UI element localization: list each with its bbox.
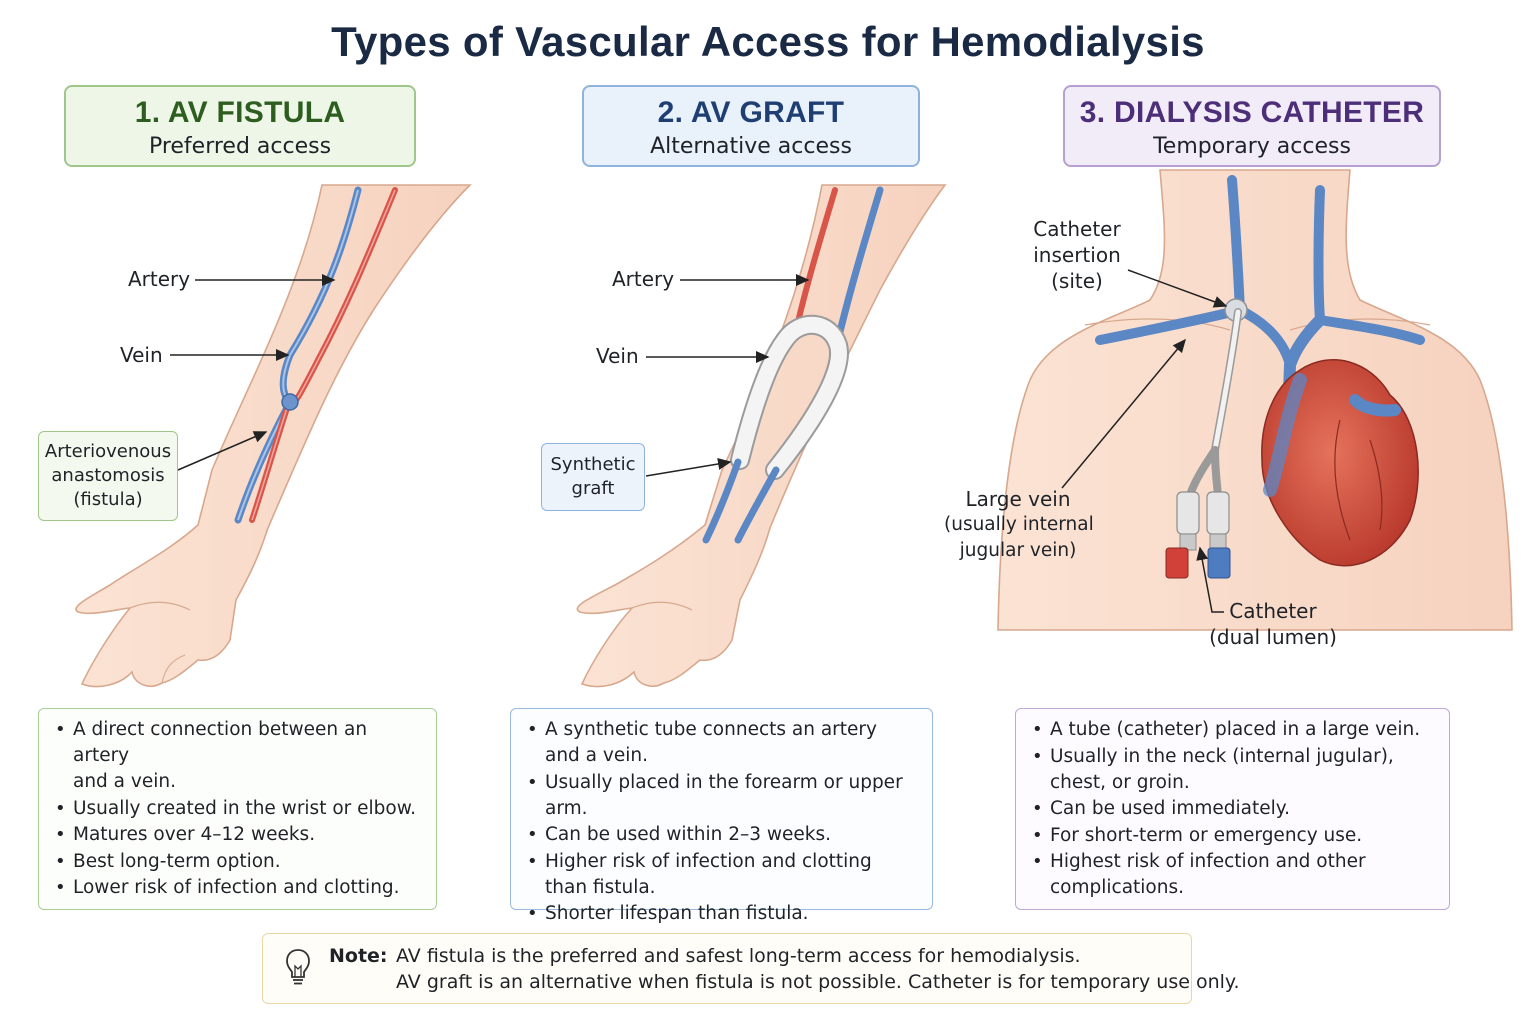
fistula-info-box: A direct connection between an arteryand… <box>38 708 437 910</box>
bullet-item: Usually in the neck (internal jugular),c… <box>1032 744 1439 796</box>
catheter-heading: 3. DIALYSIS CATHETER <box>1079 96 1425 129</box>
fistula-subheading: Preferred access <box>148 134 332 159</box>
catheter-hub-red <box>1176 491 1200 535</box>
fistula-heading: 1. AV FISTULA <box>134 96 346 129</box>
label-line: insertion <box>1033 243 1121 267</box>
fistula-header: 1. AV FISTULA Preferred access <box>64 85 416 167</box>
note-line: AV graft is an alternative when fistula … <box>396 971 1240 993</box>
catheter-label: Catheter (dual lumen) <box>1208 598 1338 650</box>
label-line: Catheter <box>1033 217 1121 241</box>
venous-port-blue <box>1207 547 1231 579</box>
label-line: Catheter <box>1229 599 1317 623</box>
graft-subheading: Alternative access <box>650 134 852 159</box>
bullet-item: Lower risk of infection and clotting. <box>55 875 426 901</box>
bullet-item: A tube (catheter) placed in a large vein… <box>1032 717 1439 743</box>
synthetic-graft-callout: Synthetic graft <box>541 443 645 511</box>
graft-vein <box>834 186 884 344</box>
graft-arm-illustration <box>576 184 947 688</box>
bullet-item: Shorter lifespan than fistula. <box>527 901 922 927</box>
bullet-item: Higher risk of infection and clottingtha… <box>527 849 922 901</box>
bullet-item: Best long-term option. <box>55 849 426 875</box>
bullet-item: Matures over 4–12 weeks. <box>55 822 426 848</box>
callout-line: Synthetic <box>550 454 636 475</box>
anastomosis-marker <box>281 393 299 411</box>
catheter-chest-illustration <box>997 169 1513 631</box>
note-line: AV fistula is the preferred and safest l… <box>396 945 1081 967</box>
note-box: Note: AV fistula is the preferred and sa… <box>262 933 1240 1004</box>
graft-arm-shape <box>576 184 947 688</box>
label-line: (dual lumen) <box>1209 625 1337 649</box>
fistula-arm-illustration <box>75 184 472 688</box>
jugular-vein <box>1227 175 1245 315</box>
bullet-item: Highest risk of infection and othercompl… <box>1032 849 1439 901</box>
bullet-item: Usually placed in the forearm or upper a… <box>527 770 922 822</box>
note-label: Note: <box>329 945 388 967</box>
large-vein-label: Large vein (usually internal jugular vei… <box>944 486 1094 564</box>
bullet-item: Usually created in the wrist or elbow. <box>55 796 426 822</box>
bullet-item: For short-term or emergency use. <box>1032 823 1439 849</box>
callout-line: anastomosis <box>51 465 165 486</box>
callout-line: Arteriovenous <box>44 441 172 462</box>
fistula-vein-label: Vein <box>120 343 163 367</box>
catheter-header: 3. DIALYSIS CATHETER Temporary access <box>1063 85 1441 167</box>
label-line: (usually internal <box>944 514 1094 535</box>
label-line: (site) <box>1051 269 1103 293</box>
graft-artery-label: Artery <box>612 267 675 291</box>
bullet-item: Can be used immediately. <box>1032 796 1439 822</box>
arterial-port-red <box>1165 547 1189 579</box>
graft-header: 2. AV GRAFT Alternative access <box>582 85 920 167</box>
bullet-item: A direct connection between an arteryand… <box>55 717 426 795</box>
fistula-artery-label: Artery <box>128 267 191 291</box>
callout-line: (fistula) <box>73 489 143 510</box>
page-title: Types of Vascular Access for Hemodialysi… <box>331 18 1205 65</box>
insertion-site-label: Catheter insertion (site) <box>1026 216 1128 294</box>
catheter-subheading: Temporary access <box>1153 134 1351 159</box>
catheter-info-box: A tube (catheter) placed in a large vein… <box>1015 708 1450 910</box>
callout-line: graft <box>571 478 615 499</box>
graft-heading: 2. AV GRAFT <box>657 96 845 129</box>
bullet-item: Can be used within 2–3 weeks. <box>527 822 922 848</box>
anastomosis-callout: Arteriovenous anastomosis (fistula) <box>38 431 178 521</box>
label-line: Large vein <box>965 487 1071 511</box>
graft-vein-label: Vein <box>596 344 639 368</box>
lightbulb-icon <box>286 949 310 985</box>
catheter-hub-blue <box>1206 491 1230 535</box>
label-line: jugular vein) <box>959 540 1077 561</box>
